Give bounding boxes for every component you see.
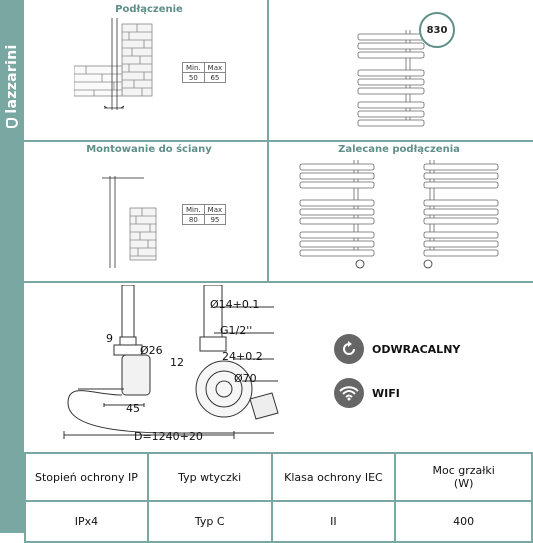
brand-icon: [6, 117, 18, 128]
recommended-radiator-right: [423, 160, 499, 269]
spec-header-power: Moc grzałki (W): [394, 452, 533, 502]
max-header: Max: [203, 204, 227, 215]
min-value: 50: [182, 72, 205, 83]
dim-d70: Ø70: [234, 372, 257, 385]
dim-9: 9: [106, 332, 113, 345]
dim-d26: Ø26: [140, 344, 163, 357]
radiator-drawing: [357, 30, 425, 127]
max-header: Max: [203, 62, 227, 73]
min-header: Min.: [182, 204, 205, 215]
max-value: 65: [203, 72, 227, 83]
heater-drawing: [63, 285, 279, 439]
connection-diagram: [74, 18, 153, 110]
spec-header-plug: Typ wtyczki: [146, 452, 273, 502]
max-value: 95: [203, 214, 227, 225]
min-value: 80: [182, 214, 205, 225]
section-title-wall-mount: Montowanie do ściany: [86, 144, 212, 155]
min-header: Min.: [182, 62, 205, 73]
spec-value-iec: II: [270, 500, 397, 543]
spec-value-power: 400: [394, 500, 533, 543]
brand-name: lazzarini: [4, 44, 20, 114]
feature-label: ODWRACALNY: [372, 342, 461, 356]
rotate-icon: [334, 334, 364, 364]
spec-header-iec: Klasa ochrony IEC: [270, 452, 397, 502]
dim-d14: Ø14+0.1: [210, 298, 260, 311]
model-badge: 830: [419, 12, 455, 48]
recommended-radiator-left: [299, 160, 375, 269]
divider-row2: [24, 281, 533, 283]
section-title-recommended: Zalecane podłączenia: [338, 144, 460, 155]
dim-12: 12: [170, 356, 184, 369]
dim-45: 45: [126, 402, 140, 415]
feature-label: WIFI: [372, 386, 400, 400]
section-title-connection: Podłączenie: [115, 4, 183, 15]
spec-table: Stopień ochrony IP Typ wtyczki Klasa och…: [24, 452, 533, 543]
divider-row1: [24, 140, 533, 142]
wall-mount-diagram: [102, 176, 157, 268]
feature-reversible: ODWRACALNY: [334, 334, 460, 364]
dim-g12: G1/2'': [220, 324, 253, 337]
spec-header-ip: Stopień ochrony IP: [24, 452, 149, 502]
spec-value-plug: Typ C: [146, 500, 273, 543]
dim-24: 24+0.2: [222, 350, 263, 363]
dim-cable: D=1240+20: [134, 430, 203, 443]
feature-wifi: WIFI: [334, 378, 400, 408]
wifi-icon: [334, 378, 364, 408]
spec-value-ip: IPx4: [24, 500, 149, 543]
brand-sidebar: lazzarini: [0, 0, 24, 533]
wall-mount-minmax-table: Min. Max 80 95: [182, 204, 227, 225]
main-sheet: Podłączenie Min. Max 50 65: [24, 0, 533, 543]
connection-minmax-table: Min. Max 50 65: [182, 62, 227, 83]
brand-logo: lazzarini: [2, 4, 22, 168]
